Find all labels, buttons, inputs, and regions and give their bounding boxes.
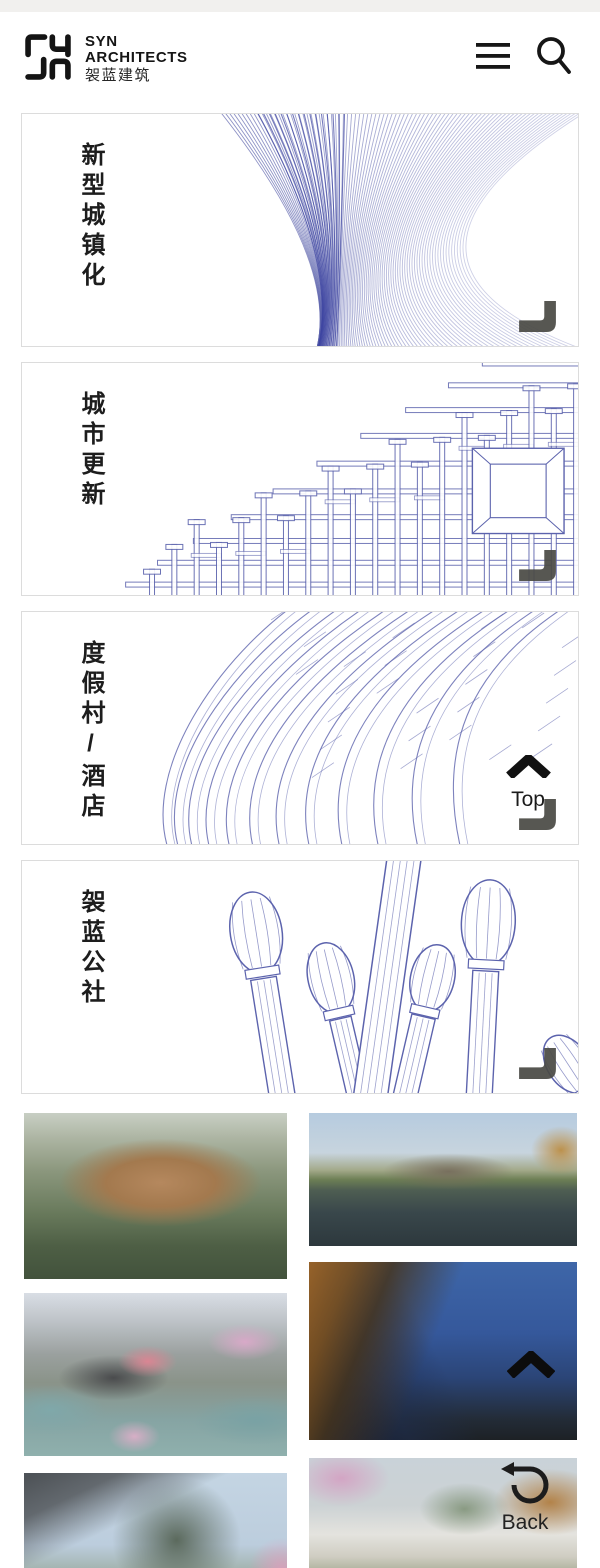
status-bar bbox=[0, 0, 600, 12]
category-card-new-urbanization[interactable]: 新型城镇化 bbox=[21, 113, 579, 347]
chevron-up-icon bbox=[505, 752, 551, 780]
project-photo[interactable] bbox=[24, 1473, 287, 1568]
back-button-label: Back bbox=[501, 1511, 549, 1534]
category-label: 袈蓝公社 bbox=[77, 889, 104, 1009]
search-icon bbox=[537, 37, 571, 74]
back-button[interactable]: Back bbox=[494, 1460, 556, 1535]
category-label: 新型城镇化 bbox=[77, 142, 104, 292]
corner-arrow-icon bbox=[519, 1048, 556, 1079]
project-photo[interactable] bbox=[309, 1113, 577, 1246]
shell-art-illustration bbox=[162, 612, 578, 844]
header-actions bbox=[476, 36, 572, 79]
corner-arrow-icon bbox=[519, 301, 556, 332]
back-arrow-icon bbox=[501, 1462, 549, 1504]
string-art-illustration bbox=[221, 114, 578, 346]
category-label: 度假村/酒店 bbox=[77, 640, 104, 823]
back-to-top-button[interactable]: Top bbox=[499, 752, 557, 812]
brand-name-line1: SYN bbox=[85, 33, 118, 50]
chevron-up-icon[interactable] bbox=[507, 1351, 555, 1378]
brush-art-illustration bbox=[229, 861, 578, 1093]
corner-arrow-icon bbox=[519, 799, 556, 830]
search-button[interactable] bbox=[536, 36, 572, 79]
category-label: 城市更新 bbox=[77, 391, 104, 511]
scaffold-art-illustration bbox=[125, 363, 578, 595]
project-photo[interactable] bbox=[24, 1113, 287, 1279]
corner-arrow-icon bbox=[519, 550, 556, 581]
category-card-urban-renewal[interactable]: 城市更新 bbox=[21, 362, 579, 596]
project-photo[interactable] bbox=[309, 1458, 577, 1568]
project-photo[interactable] bbox=[24, 1293, 287, 1456]
brand-name-line2: ARCHITECTS bbox=[85, 49, 188, 66]
brand-name-cn: 袈蓝建筑 bbox=[85, 67, 152, 84]
hamburger-icon bbox=[476, 43, 510, 69]
menu-button[interactable] bbox=[476, 41, 510, 74]
top-button-label: Top bbox=[511, 788, 545, 811]
brand-logo[interactable]: SYN ARCHITECTS 袈蓝建筑 bbox=[22, 26, 188, 85]
logo-mark-icon bbox=[25, 34, 71, 80]
brand-text: SYN ARCHITECTS 袈蓝建筑 bbox=[85, 26, 188, 85]
category-card-resort-hotel[interactable]: 度假村/酒店 bbox=[21, 611, 579, 845]
category-card-jialan-commune[interactable]: 袈蓝公社 bbox=[21, 860, 579, 1094]
